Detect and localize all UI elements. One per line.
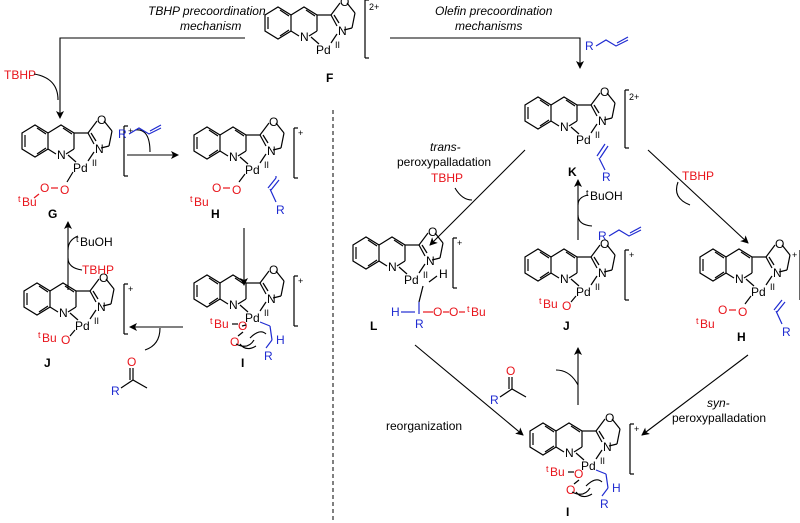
svg-text:Bu: Bu bbox=[42, 331, 57, 345]
label-k: K bbox=[568, 165, 577, 179]
reagent-tbhp-cycle: TBHP bbox=[82, 263, 114, 277]
syn-label-1: syn- bbox=[707, 396, 730, 410]
svg-text:H: H bbox=[612, 481, 621, 495]
olefin-r-1: R bbox=[585, 39, 594, 53]
svg-text:O: O bbox=[433, 305, 442, 319]
svg-text:+: + bbox=[298, 128, 303, 138]
compound-f: 2+ bbox=[264, 0, 379, 59]
svg-text:t: t bbox=[539, 296, 542, 306]
reagent-tbhp-in: TBHP bbox=[4, 68, 36, 82]
svg-text:+: + bbox=[128, 284, 133, 294]
heading-left-2: mechanism bbox=[180, 19, 241, 33]
svg-text:O: O bbox=[61, 333, 70, 347]
compound-i-left: + t Bu O O H R bbox=[193, 262, 303, 363]
svg-text:R: R bbox=[782, 325, 791, 339]
svg-text:R: R bbox=[602, 170, 611, 184]
label-j-mid: J bbox=[563, 319, 570, 333]
label-i-bottom: I bbox=[566, 505, 569, 519]
compound-l: + H H R O O t Bu bbox=[352, 224, 486, 331]
svg-text:t: t bbox=[18, 194, 21, 204]
olefin-r-3: R bbox=[598, 229, 607, 243]
svg-text:R: R bbox=[415, 317, 424, 331]
compound-j-left: + t Bu O bbox=[23, 270, 133, 347]
label-i-left: I bbox=[241, 356, 244, 370]
ketone-r-mid: R bbox=[490, 393, 499, 407]
label-l: L bbox=[370, 319, 377, 333]
svg-text:+: + bbox=[634, 424, 639, 434]
svg-text:O: O bbox=[562, 299, 571, 313]
svg-text:Bu: Bu bbox=[194, 195, 209, 209]
svg-text:O: O bbox=[40, 181, 49, 195]
label-f: F bbox=[326, 71, 333, 85]
svg-text:2+: 2+ bbox=[629, 92, 639, 102]
label-h-right: H bbox=[737, 330, 746, 344]
svg-text:O: O bbox=[566, 483, 575, 497]
ketone-r-left: R bbox=[111, 384, 120, 398]
svg-text:t: t bbox=[210, 316, 213, 326]
svg-text:Bu: Bu bbox=[550, 465, 565, 479]
svg-text:Bu: Bu bbox=[471, 305, 486, 319]
compound-j-mid: + t Bu O bbox=[524, 236, 634, 313]
heading-left-1: TBHP precoordination bbox=[148, 4, 266, 18]
svg-text:t: t bbox=[190, 194, 193, 204]
charge-f: 2+ bbox=[369, 2, 379, 12]
svg-text:O: O bbox=[738, 305, 747, 319]
reorg-label: reorganization bbox=[386, 419, 462, 433]
trans-label-1: trans- bbox=[430, 140, 461, 154]
reagent-tbhp-trans: TBHP bbox=[431, 171, 463, 185]
compound-g: + O O t Bu bbox=[18, 112, 133, 209]
svg-text:O: O bbox=[60, 183, 69, 197]
svg-text:O: O bbox=[232, 183, 241, 197]
reagent-tbhp-right: TBHP bbox=[682, 169, 714, 183]
svg-text:O: O bbox=[230, 335, 239, 349]
svg-text:R: R bbox=[276, 203, 285, 217]
svg-text:H: H bbox=[439, 267, 448, 281]
svg-text:H: H bbox=[276, 333, 285, 347]
svg-text:t: t bbox=[38, 330, 41, 340]
syn-label-2: peroxypalladation bbox=[672, 411, 766, 425]
svg-text:t: t bbox=[467, 304, 470, 314]
compound-h-left: + O O t Bu R bbox=[190, 114, 303, 217]
trans-label-2: peroxypalladation bbox=[397, 155, 491, 169]
ketone-o-left: O bbox=[127, 355, 136, 369]
svg-text:O: O bbox=[449, 305, 458, 319]
svg-text:R: R bbox=[264, 349, 273, 363]
svg-text:t: t bbox=[76, 234, 79, 244]
olefin-r-2: R bbox=[118, 127, 127, 141]
svg-text:t: t bbox=[546, 464, 549, 474]
compound-h-right: + O O t Bu R bbox=[696, 236, 800, 339]
svg-text:Bu: Bu bbox=[22, 195, 37, 209]
svg-text:O: O bbox=[718, 303, 727, 317]
svg-text:t: t bbox=[696, 316, 699, 326]
svg-text:Bu: Bu bbox=[214, 317, 229, 331]
svg-text:R: R bbox=[600, 497, 609, 511]
label-h-left: H bbox=[211, 207, 220, 221]
svg-text:H: H bbox=[391, 305, 400, 319]
svg-text:+: + bbox=[298, 276, 303, 286]
heading-right-2: mechanisms bbox=[455, 19, 522, 33]
svg-text:Bu: Bu bbox=[700, 317, 715, 331]
reagent-tbuoh-left: BuOH bbox=[80, 235, 113, 249]
compound-i-bottom: + t Bu O O H R bbox=[529, 410, 639, 511]
svg-text:+: + bbox=[128, 126, 133, 136]
svg-text:t: t bbox=[586, 188, 589, 198]
heading-right-1: Olefin precoordination bbox=[435, 4, 553, 18]
svg-text:Bu: Bu bbox=[543, 297, 558, 311]
label-j-left: J bbox=[44, 356, 51, 370]
ketone-o-mid: O bbox=[506, 364, 515, 378]
svg-text:+: + bbox=[629, 250, 634, 260]
svg-text:+: + bbox=[792, 250, 797, 260]
svg-text:O: O bbox=[212, 181, 221, 195]
compound-k: 2+ R bbox=[524, 84, 639, 184]
svg-text:O: O bbox=[574, 467, 583, 481]
svg-text:+: + bbox=[457, 238, 462, 248]
reagent-tbuoh-mid: BuOH bbox=[590, 189, 623, 203]
label-g: G bbox=[48, 207, 57, 221]
